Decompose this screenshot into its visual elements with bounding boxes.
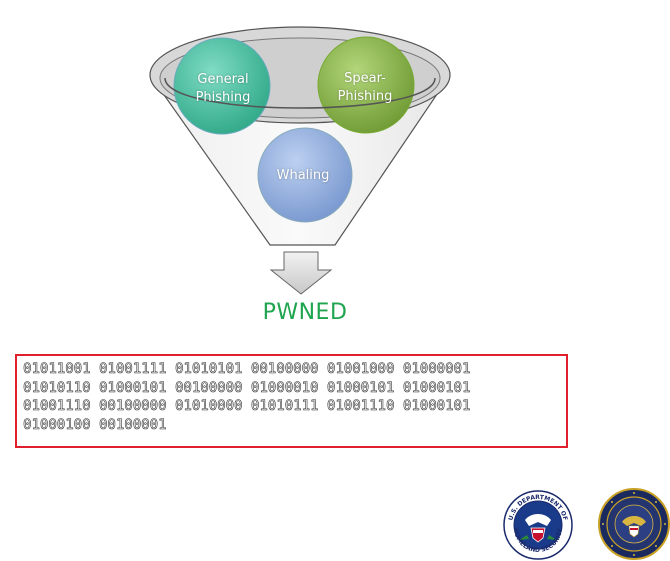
binary-message-box: 01011001 01001111 01010101 00100000 0100… [15,354,568,448]
pwned-label: PWNED [262,300,348,325]
spear-phishing-label-line1: Spear- [344,71,386,86]
general-phishing-label-line2: Phishing [195,90,251,105]
binary-line-3: 01001110 00100000 01010000 01010111 0100… [23,398,471,415]
spear-phishing-label-line2: Phishing [337,89,393,104]
whaling-circle [257,127,353,223]
down-arrow [269,251,333,295]
whaling-label-line1: Whaling [276,168,330,183]
binary-line-2: 01010110 01000101 00100000 01000010 0100… [23,379,471,396]
binary-line-4: 01000100 00100001 [23,416,167,433]
agency-seal [598,488,670,560]
whaling-label: Whaling [263,167,343,185]
funnel-rim-front [164,77,436,109]
general-phishing-label-line1: General [197,72,249,87]
funnel-diagram [149,26,451,295]
dhs-seal: U.S. DEPARTMENT OF HOMELAND SECURITY [503,490,573,560]
spear-phishing-label: Spear- Phishing [325,70,405,106]
general-phishing-label: General Phishing [183,71,263,107]
general-phishing-circle [173,37,271,135]
spear-phishing-circle [317,36,415,134]
binary-line-1: 01011001 01001111 01010101 00100000 0100… [23,361,471,378]
